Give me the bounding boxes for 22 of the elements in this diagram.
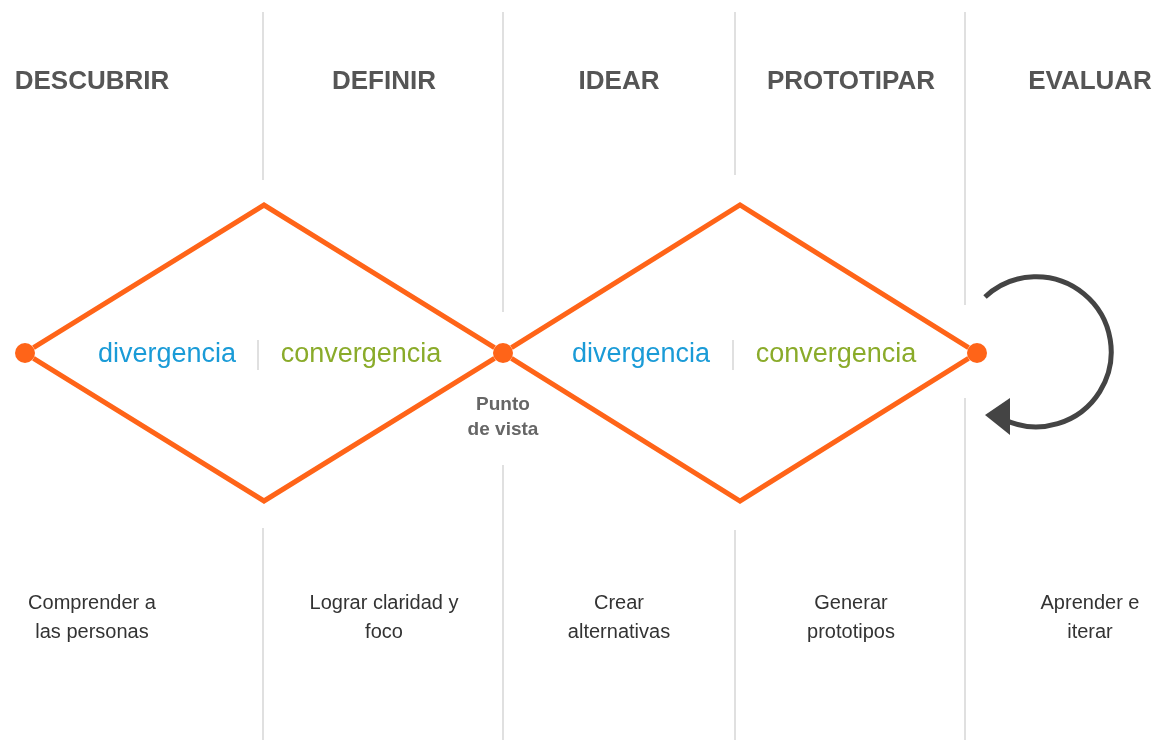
diamond-line <box>510 202 970 350</box>
diamond-line <box>510 356 970 504</box>
convergence-label: convergencia <box>755 337 917 369</box>
phase-heading: IDEAR <box>578 64 660 96</box>
phase-description: Crear alternativas <box>566 590 672 644</box>
phase-heading: DEFINIR <box>332 64 436 96</box>
divergence-label: divergencia <box>97 337 237 369</box>
diamond-line <box>32 202 496 350</box>
phase-description: Aprender e iterar <box>1039 590 1141 644</box>
diamond-line <box>32 356 496 504</box>
junction-dot <box>15 343 35 363</box>
divergence-label: divergencia <box>571 337 711 369</box>
convergence-label: convergencia <box>280 337 442 369</box>
junction-dot <box>493 343 513 363</box>
phase-description: Comprender a las personas <box>27 590 157 644</box>
junction-dot <box>967 343 987 363</box>
point-caption: Punto de vista <box>466 392 540 441</box>
phase-heading: PROTOTIPAR <box>766 64 936 96</box>
phase-description: Lograr claridad y foco <box>309 590 459 644</box>
phase-description: Generar prototipos <box>806 590 896 644</box>
phase-heading: EVALUAR <box>1028 64 1152 96</box>
phase-heading: DESCUBRIR <box>14 64 170 96</box>
